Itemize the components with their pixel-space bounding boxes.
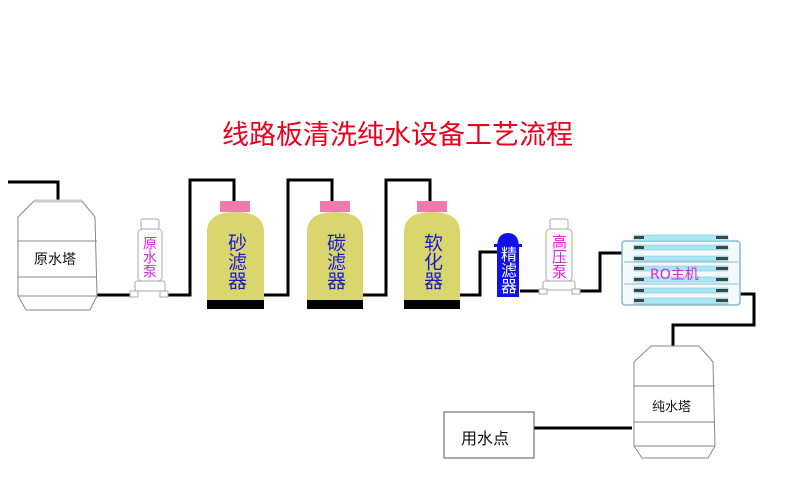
precision-filter-shape xyxy=(494,233,522,297)
use-point-label: 用水点 xyxy=(461,429,510,448)
pipe-ro-to-puretank xyxy=(671,292,756,346)
pipe-hppump-to-ro xyxy=(576,251,622,293)
use-point-box xyxy=(443,411,535,459)
carbon-filter-label: 碳滤器 xyxy=(324,233,346,290)
pipe-inlet xyxy=(8,180,60,200)
pipe-pump-to-sand xyxy=(166,178,236,297)
softener-label: 软化器 xyxy=(421,233,443,290)
pure-tank-label: 纯水塔 xyxy=(652,400,692,415)
hp-pump-label: 高压泵 xyxy=(550,234,568,279)
pipe-sand-to-carbon xyxy=(264,178,334,297)
precision-filter-label: 精滤器 xyxy=(498,246,517,294)
diagram-title: 线路板清洗纯水设备工艺流程 xyxy=(222,120,573,151)
sand-filter-shape xyxy=(207,201,264,309)
pipes xyxy=(8,178,756,430)
pure-water-tank xyxy=(633,345,716,459)
raw-pump-label: 原水泵 xyxy=(141,236,157,278)
pipe-softener-to-precision xyxy=(460,250,497,297)
pipe-carbon-to-softener xyxy=(362,178,432,297)
ro-unit-label: RO主机 xyxy=(650,267,699,283)
softener-shape xyxy=(404,201,460,309)
raw-tank-label: 原水塔 xyxy=(34,252,76,268)
high-pressure-pump-shape xyxy=(538,218,581,295)
ro-unit-shape xyxy=(621,234,741,306)
raw-water-tank xyxy=(17,199,98,311)
carbon-filter-shape xyxy=(307,201,363,309)
sand-filter-label: 砂滤器 xyxy=(225,233,247,290)
raw-water-pump-shape xyxy=(129,218,169,298)
